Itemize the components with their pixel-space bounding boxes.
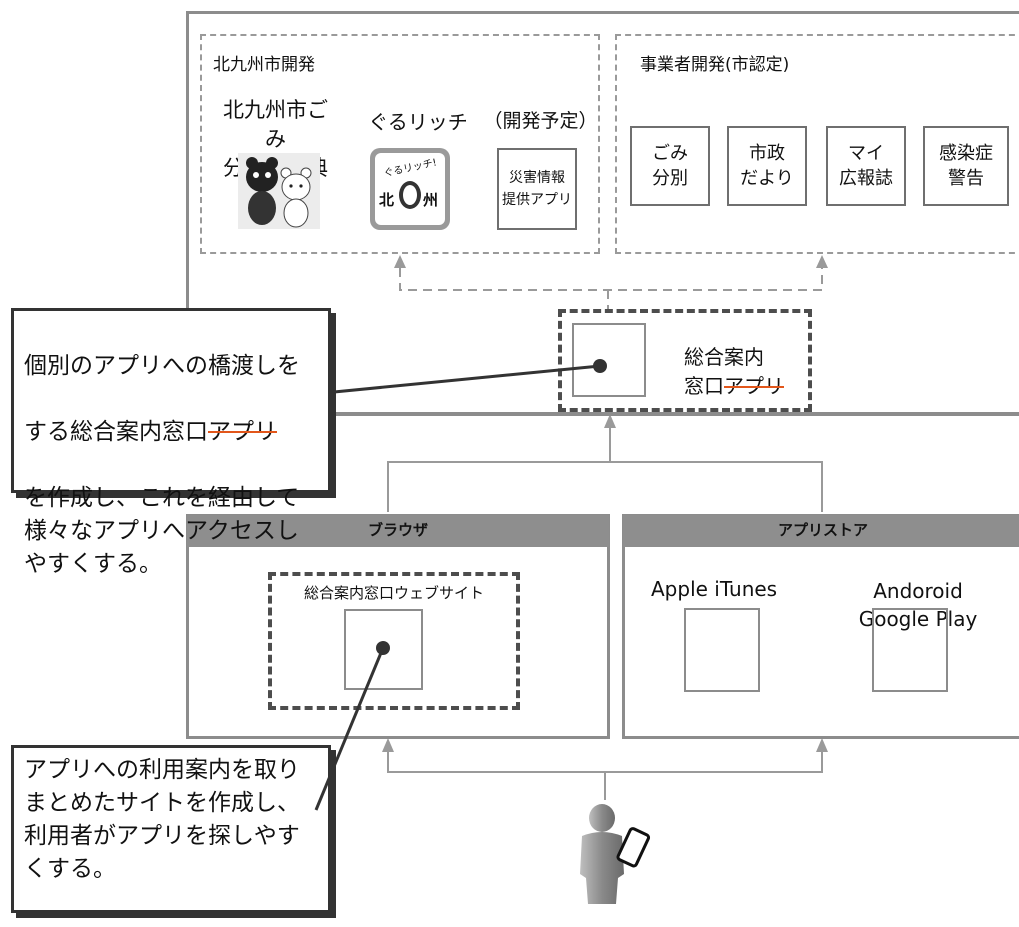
portal-website-square [344, 609, 423, 690]
portal-app-label-window: 窓口 [684, 374, 724, 398]
user-with-smartphone-icon [572, 800, 652, 905]
portal-app-pointer-dot [593, 359, 607, 373]
portal-app-note-line1: 個別のアプリへの橋渡しを [24, 353, 300, 379]
business-app-infection-alert: 感染症 警告 [923, 126, 1009, 206]
portal-app-label-line1: 総合案内 [684, 345, 764, 369]
gururich-logo-ring [399, 181, 421, 209]
browser-header: ブラウザ [187, 515, 609, 547]
business-app-garbage: ごみ 分別 [630, 126, 710, 206]
business-app-my-newsletter: マイ 広報誌 [826, 126, 906, 206]
portal-app-note-line2-text: する総合案内窓口 [24, 419, 208, 445]
city-dev-group [200, 34, 600, 254]
portal-app-note-rest: を作成し、これを経由して 様々なアプリへアクセスし やすくする。 [24, 485, 300, 577]
store-apple-square [684, 608, 760, 692]
store-google-square [872, 608, 948, 692]
portal-website-group [268, 572, 520, 710]
business-dev-group [615, 34, 1019, 254]
portal-app-square [572, 323, 646, 397]
business-dev-title: 事業者開発(市認定) [640, 55, 790, 75]
store-apple-label: Apple iTunes [651, 577, 778, 601]
gururich-logo-left: 北 [379, 191, 395, 209]
city-dev-title: 北九州市開発 [213, 55, 315, 75]
portal-website-note: アプリへの利用案内を取り まとめたサイトを作成し、 利用者がアプリを探しやす く… [11, 745, 331, 913]
bear-mascot-icon [238, 153, 320, 229]
business-app-city-news: 市政 だより [727, 126, 807, 206]
portal-app-note-struck: アプリ [208, 419, 277, 445]
separator-line [186, 413, 1019, 416]
store-google-label: Andoroid Google Play [858, 579, 978, 631]
gururich-logo-icon: ぐるリッチ! 北 州 [370, 148, 450, 230]
portal-website-pointer-dot [376, 641, 390, 655]
appstore-header: アプリストア [623, 515, 1019, 547]
gururich-logo-right: 州 [423, 191, 439, 209]
portal-app-label-struck: アプリ [724, 374, 784, 398]
disaster-app-box: 災害情報 提供アプリ [497, 148, 577, 230]
portal-app-group [558, 309, 812, 412]
portal-app-label-line2: 窓口アプリ [684, 370, 784, 399]
city-app3-label: （開発予定） [483, 110, 598, 132]
city-app2-label: ぐるリッチ [368, 110, 468, 134]
portal-app-note-line2: する総合案内窓口アプリ [24, 416, 318, 449]
portal-website-label: 総合案内窓口ウェブサイト [303, 584, 484, 602]
portal-app-note: 個別のアプリへの橋渡しを する総合案内窓口アプリ を作成し、これを経由して 様々… [11, 308, 331, 577]
